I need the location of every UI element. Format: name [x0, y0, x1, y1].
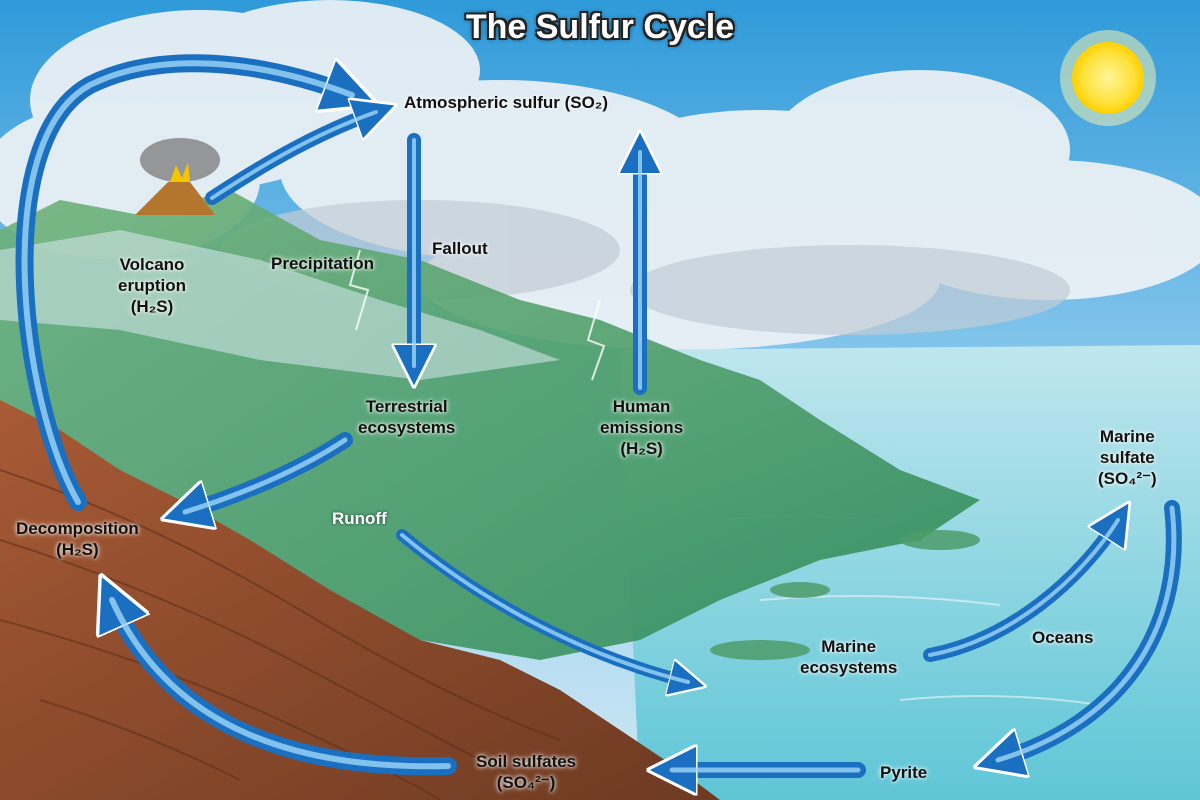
label-line: Terrestrial	[365, 397, 448, 416]
label-line: (H₂S)	[620, 439, 663, 458]
label-fallout: Fallout	[432, 239, 488, 258]
label-line: ecosystems	[800, 658, 898, 677]
cycle-arrows	[15, 54, 1182, 770]
label-line: sulfate	[1099, 448, 1155, 467]
sun	[1060, 30, 1156, 126]
label-runoff: Runoff	[332, 509, 387, 528]
label-line: eruption	[118, 276, 186, 295]
label-terrestrial-ecosystems: Terrestrial ecosystems	[358, 396, 455, 438]
label-pyrite: Pyrite	[880, 763, 928, 782]
label-line: Soil sulfates	[476, 752, 577, 771]
label-line: (H₂S)	[130, 297, 174, 316]
label-line: (SO₄²⁻)	[496, 773, 556, 792]
volcano	[135, 138, 220, 215]
label-line: Decomposition	[16, 519, 139, 538]
label-line: emissions	[600, 418, 684, 437]
soil-strata	[0, 469, 561, 800]
label-oceans: Oceans	[1032, 628, 1094, 647]
label-soil-sulfates: Soil sulfates (SO₄²⁻)	[476, 751, 576, 793]
label-line: Marine	[821, 637, 877, 656]
label-line: Marine	[1099, 427, 1155, 446]
label-human-emissions: Human emissions (H₂S)	[600, 396, 683, 459]
islands	[710, 530, 980, 660]
label-volcano-eruption: Volcano eruption (H₂S)	[118, 254, 186, 317]
label-line: (SO₄²⁻)	[1098, 469, 1157, 488]
label-decomposition: Decomposition (H₂S)	[16, 518, 139, 560]
label-line: ecosystems	[358, 418, 456, 437]
label-line: Volcano	[119, 255, 185, 274]
label-marine-ecosystems: Marine ecosystems	[800, 636, 897, 678]
label-precipitation: Precipitation	[271, 254, 374, 273]
label-marine-sulfate: Marine sulfate (SO₄²⁻)	[1098, 426, 1157, 489]
lightning	[348, 249, 606, 381]
label-line: Human	[612, 397, 671, 416]
label-line: (H₂S)	[56, 540, 99, 559]
diagram-title: The Sulfur Cycle	[465, 8, 735, 46]
label-atmospheric-sulfur: Atmospheric sulfur (SO₂)	[404, 93, 609, 112]
